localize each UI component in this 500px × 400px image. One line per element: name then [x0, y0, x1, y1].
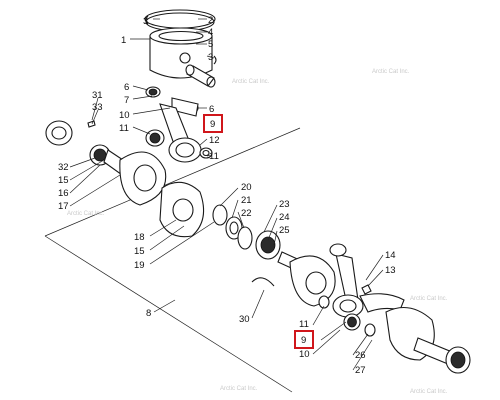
watermark-1: Arctic Cat Inc.	[232, 79, 270, 85]
callout-8: 8	[146, 308, 151, 319]
callout-18: 18	[134, 232, 145, 243]
reference-lines	[44, 127, 301, 393]
callout-15a: 15	[58, 175, 69, 186]
callout-26: 26	[355, 350, 366, 361]
callout-10a: 10	[119, 110, 130, 121]
callout-5: 5	[208, 39, 213, 50]
callout-20: 20	[241, 182, 252, 193]
callout-9-top: 9	[210, 119, 215, 130]
connecting-rod-lower	[329, 243, 364, 318]
callout-19: 19	[134, 260, 145, 271]
crankshaft-end	[359, 284, 471, 374]
callout-33: 33	[92, 102, 103, 113]
callout-14: 14	[385, 250, 396, 261]
callout-17: 17	[58, 201, 69, 212]
callout-4: 4	[208, 27, 213, 38]
callout-3a: 3	[143, 16, 148, 27]
callout-7: 7	[124, 95, 129, 106]
callout-13: 13	[385, 265, 396, 276]
highlight-boxes	[203, 114, 314, 349]
callout-9-bottom: 9	[301, 335, 306, 346]
wrist-pin	[145, 15, 217, 88]
callout-16: 16	[58, 188, 69, 199]
callout-25: 25	[279, 225, 290, 236]
callout-22: 22	[241, 208, 252, 219]
callout-27: 27	[355, 365, 366, 376]
callout-30: 30	[239, 314, 250, 325]
crankshaft-right	[277, 251, 336, 307]
callout-1: 1	[121, 35, 126, 46]
callouts: 3 2 1 4 5 3 6 7 10 11 6 9 12 11 31 33 32…	[58, 15, 396, 376]
circlip	[251, 277, 275, 287]
watermark-2: Arctic Cat Inc.	[372, 69, 410, 75]
callout-6a: 6	[124, 82, 129, 93]
watermark-4: Arctic Cat Inc.	[410, 296, 448, 302]
watermarks: Arctic Cat Inc. Arctic Cat Inc. Arctic C…	[67, 69, 448, 395]
leader-lines	[69, 18, 384, 371]
highlight-box-9-top	[203, 114, 223, 133]
callout-32: 32	[58, 162, 69, 173]
watermark-6: Arctic Cat Inc.	[220, 386, 258, 392]
oil-seal	[45, 120, 96, 146]
connecting-rod-upper	[159, 97, 202, 163]
watermark-5: Arctic Cat Inc.	[410, 389, 448, 395]
callout-31: 31	[92, 90, 103, 101]
callout-11a: 11	[119, 123, 129, 134]
callout-10b: 10	[299, 349, 310, 360]
callout-11c: 11	[299, 319, 309, 330]
callout-2: 2	[208, 15, 213, 26]
main-bearing-center	[212, 204, 281, 260]
callout-12: 12	[209, 135, 220, 146]
callout-6b: 6	[209, 104, 214, 115]
callout-21: 21	[241, 195, 252, 206]
callout-23: 23	[279, 199, 290, 210]
callout-11b: 11	[209, 151, 219, 162]
callout-15b: 15	[134, 246, 145, 257]
big-end-bearing-lower	[318, 295, 376, 337]
callout-24: 24	[279, 212, 290, 223]
piston	[149, 27, 213, 79]
callout-3b: 3	[208, 52, 213, 63]
highlight-box-9-bottom	[294, 330, 314, 349]
watermark-3: Arctic Cat Inc.	[67, 211, 105, 217]
